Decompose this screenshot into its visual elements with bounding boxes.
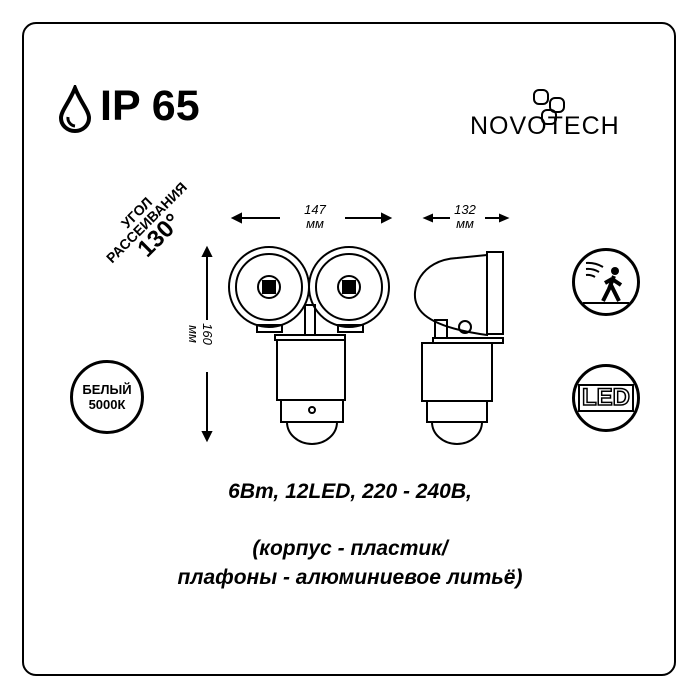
color-temp-value: 5000К — [88, 397, 126, 412]
led-badge: LED — [572, 364, 640, 432]
front-view — [228, 246, 390, 445]
color-temperature-badge: БЕЛЫЙ 5000К — [70, 360, 144, 434]
width-unit: мм — [306, 216, 324, 231]
brand-logo: NOVOTECH — [470, 112, 620, 140]
spec-line-body: (корпус - пластик/ — [252, 537, 448, 560]
side-view — [413, 251, 504, 445]
motion-sensor-icon — [583, 261, 629, 304]
product-drawing — [201, 212, 510, 445]
ip-rating: IP 65 — [100, 82, 200, 130]
frame — [22, 22, 676, 676]
width-value: 147 — [304, 202, 326, 217]
motion-sensor-badge — [572, 248, 640, 316]
brand-logo-mark — [533, 89, 565, 125]
depth-unit: мм — [456, 216, 474, 231]
color-temp-label: БЕЛЫЙ — [82, 382, 132, 397]
led-label: LED — [578, 384, 634, 412]
water-drop-icon — [58, 85, 92, 133]
depth-value: 132 — [454, 202, 476, 217]
dimension-arrows — [201, 212, 510, 443]
spec-line-power: 6Вт, 12LED, 220 - 240В, — [228, 480, 472, 503]
spec-line-shades: плафоны - алюминиевое литьё) — [177, 566, 523, 589]
